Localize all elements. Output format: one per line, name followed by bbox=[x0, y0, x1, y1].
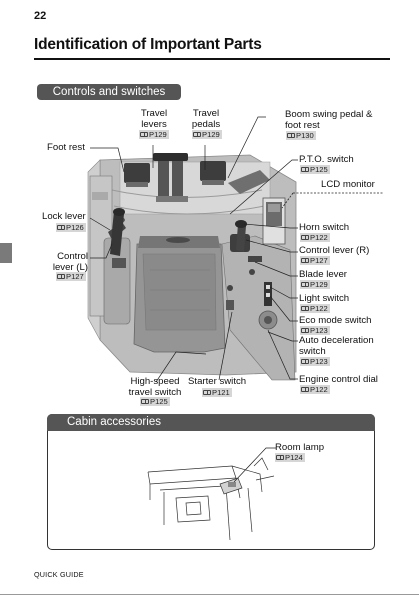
bottom-rule bbox=[0, 594, 419, 595]
label-room-lamp: Room lamp bbox=[275, 443, 324, 454]
footer-quick-guide: QUICK GUIDE bbox=[34, 570, 84, 579]
book-icon bbox=[276, 455, 284, 460]
ref-room-lamp: P124 bbox=[275, 453, 305, 462]
